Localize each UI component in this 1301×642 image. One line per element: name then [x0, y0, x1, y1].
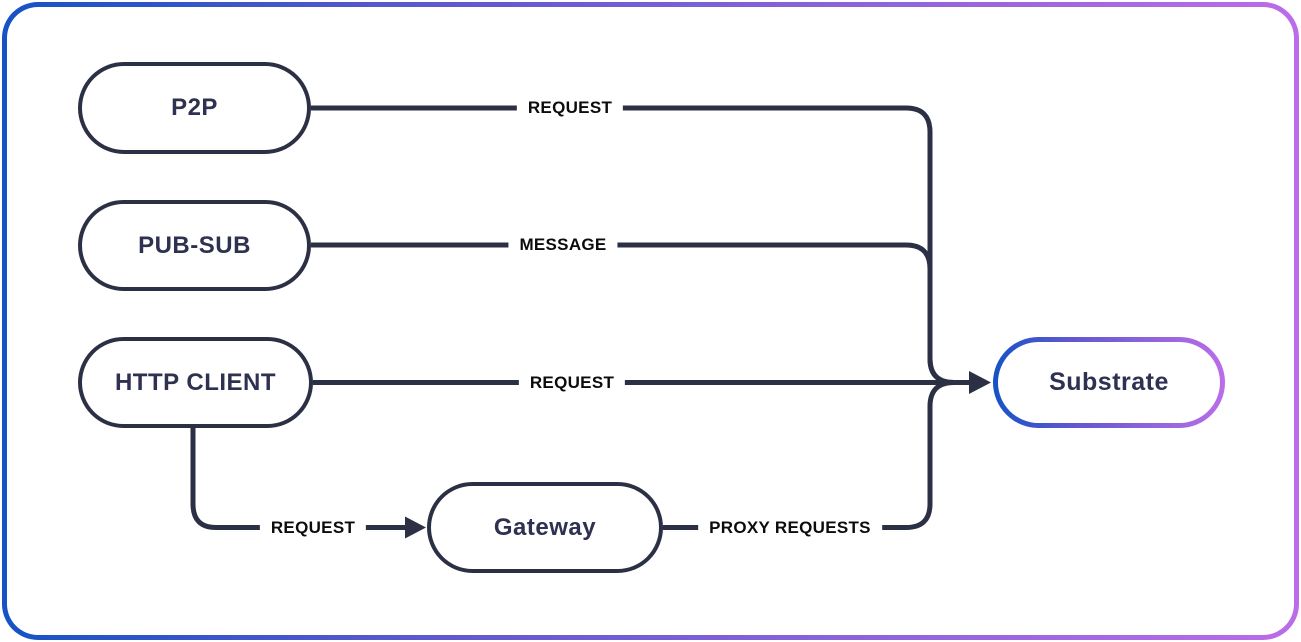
node-http-client-label: HTTP CLIENT — [114, 368, 277, 396]
edge-httpclient-gateway — [190, 428, 408, 530]
node-pub-sub: PUB-SUB — [78, 200, 311, 291]
edge-pubsub-substrate — [311, 242, 974, 385]
node-gateway: Gateway — [427, 482, 663, 573]
arrowhead-gateway-icon — [405, 516, 426, 539]
node-pub-sub-label: PUB-SUB — [138, 231, 251, 259]
edge-label-message: MESSAGE — [508, 233, 618, 257]
node-gateway-label: Gateway — [493, 513, 597, 541]
edge-gateway-substrate — [663, 380, 974, 530]
node-http-client: HTTP CLIENT — [78, 337, 313, 428]
node-p2p: P2P — [78, 62, 311, 154]
edge-label-request-gateway: REQUEST — [259, 516, 367, 540]
edge-label-request-httpclient: REQUEST — [518, 371, 626, 395]
edge-label-proxy-requests: PROXY REQUESTS — [698, 516, 882, 540]
node-substrate: Substrate — [993, 337, 1225, 428]
node-substrate-label: Substrate — [1049, 368, 1169, 396]
node-p2p-label: P2P — [171, 94, 218, 121]
edge-label-request-p2p: REQUEST — [516, 96, 624, 120]
arrowhead-substrate-icon — [969, 371, 991, 394]
node-substrate-inner: Substrate — [998, 342, 1220, 423]
